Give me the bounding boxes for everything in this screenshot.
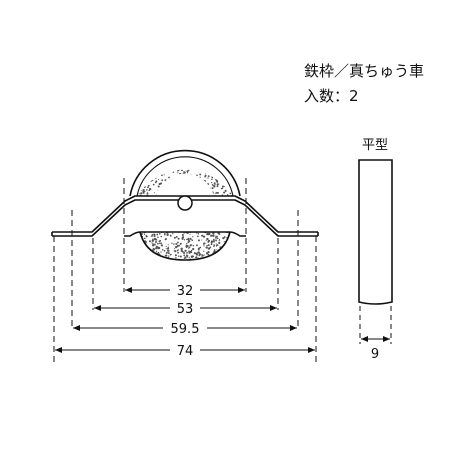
wheel-outline bbox=[129, 149, 241, 197]
dim-label-32: 32 bbox=[177, 284, 194, 299]
dim-label-side-width: 9 bbox=[371, 347, 379, 362]
side-view-body bbox=[358, 159, 393, 305]
spec-material: 鉄枠／真ちゅう車 bbox=[304, 62, 425, 80]
dim-label-53: 53 bbox=[177, 302, 194, 317]
axle-hole bbox=[177, 195, 193, 211]
side-view-label: 平型 bbox=[362, 138, 389, 153]
extension-lines bbox=[53, 178, 317, 362]
wheel-stipple-upper bbox=[137, 169, 233, 196]
spec-quantity: 入数：2 bbox=[304, 87, 359, 105]
dim-label-59-5: 59.5 bbox=[171, 322, 200, 337]
wheel-stipple-lower bbox=[140, 232, 230, 259]
side-view: 9 bbox=[358, 159, 393, 362]
dim-label-74: 74 bbox=[177, 344, 194, 359]
